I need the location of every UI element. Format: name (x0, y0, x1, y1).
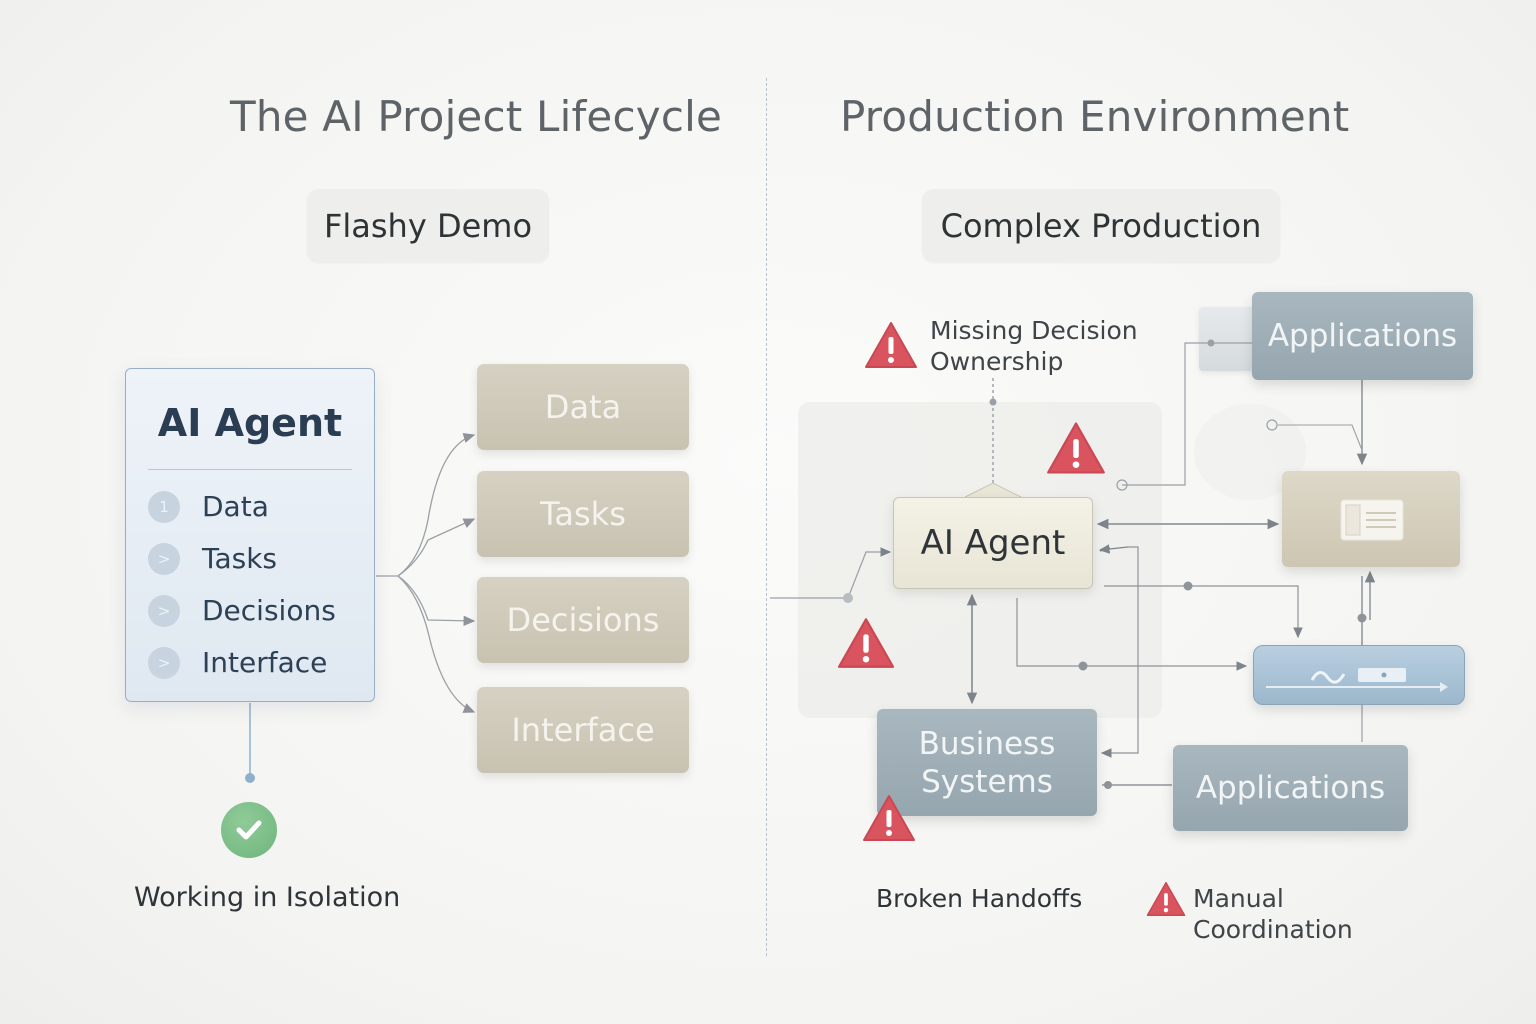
warning-triangle-icon (1146, 881, 1186, 917)
agent-item-label: Decisions (202, 594, 336, 627)
manual-coordination-line1: Manual (1193, 884, 1284, 913)
applications-top-box: Applications (1252, 292, 1473, 380)
complex-production-pill: Complex Production (922, 189, 1280, 262)
manual-coordination-caption: Manual Coordination (1193, 883, 1353, 945)
missing-ownership-label: Missing Decision Ownership (930, 315, 1138, 377)
missing-ownership-line1: Missing Decision (930, 316, 1138, 345)
agent-item-decisions: > Decisions (148, 594, 336, 627)
agent-item-interface: > Interface (148, 646, 327, 679)
agent-item-label: Interface (202, 646, 328, 679)
business-systems-line1: Business (918, 725, 1056, 762)
output-box-tasks: Tasks (477, 471, 689, 557)
bullet-number-icon: 1 (148, 490, 180, 523)
check-icon (221, 802, 277, 858)
warning-triangle-icon (837, 618, 895, 668)
chevron-right-icon: > (148, 594, 180, 627)
left-title: The AI Project Lifecycle (230, 92, 723, 141)
business-systems-box: Business Systems (877, 709, 1097, 816)
right-title: Production Environment (840, 92, 1350, 141)
broken-handoffs-caption: Broken Handoffs (876, 884, 1083, 913)
agent-item-label: Data (202, 490, 269, 523)
chevron-right-icon: > (148, 646, 180, 679)
faint-card-shape (1199, 307, 1261, 371)
business-systems-line2: Systems (921, 763, 1053, 800)
output-box-data: Data (477, 364, 689, 450)
isolation-caption: Working in Isolation (134, 882, 401, 913)
applications-bottom-box: Applications (1173, 745, 1408, 831)
agent-panel-separator (148, 469, 352, 470)
flashy-demo-pill: Flashy Demo (307, 189, 549, 262)
warning-triangle-icon (865, 322, 917, 368)
integration-pipe-box (1253, 645, 1465, 705)
output-box-interface: Interface (477, 687, 689, 773)
agent-item-tasks: > Tasks (148, 542, 277, 575)
pipeline-icon (1266, 668, 1448, 692)
agent-item-label: Tasks (202, 542, 278, 575)
agent-panel-title: AI Agent (157, 401, 343, 445)
output-box-decisions: Decisions (477, 577, 689, 663)
chevron-right-icon: > (148, 542, 180, 575)
production-ai-agent-box: AI Agent (893, 497, 1093, 589)
ai-agent-panel: AI Agent 1 Data > Tasks > Decisions > In… (125, 368, 375, 702)
warning-triangle-icon (863, 795, 915, 841)
center-divider (766, 78, 767, 956)
document-card-icon (1340, 499, 1404, 541)
warning-triangle-icon (1047, 422, 1105, 474)
missing-ownership-line2: Ownership (930, 347, 1064, 376)
manual-coordination-line2: Coordination (1193, 915, 1353, 944)
agent-item-data: 1 Data (148, 490, 269, 523)
document-box (1282, 471, 1460, 567)
